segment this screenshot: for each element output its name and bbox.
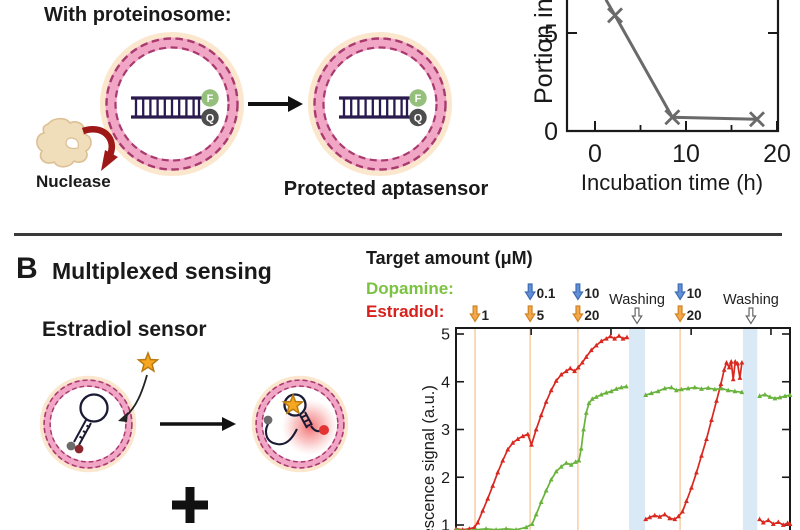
estradiol-markers — [757, 516, 793, 527]
x-marker — [664, 109, 681, 126]
panel-b-title: Multiplexed sensing — [52, 258, 272, 284]
amount-label: 10 — [687, 286, 702, 301]
sensor-open-vesicle — [255, 379, 345, 469]
quencher-letter: Q — [414, 113, 423, 125]
amount-label: 5 — [537, 308, 545, 323]
quencher-letter: Q — [206, 113, 215, 125]
proteinosome-diagram: F Q F Q — [36, 0, 470, 222]
protected-aptasensor-label: Protected aptasensor — [283, 178, 489, 200]
estradiol-star-icon — [137, 352, 159, 372]
fluorophore-lit-dot — [319, 425, 329, 435]
panel-b-letter: B — [16, 252, 38, 285]
open-stem — [299, 411, 313, 429]
fluorophore-letter: F — [415, 93, 422, 105]
estradiol-legend-label: Estradiol: — [366, 302, 445, 321]
down-arrow-icon — [572, 305, 584, 323]
down-arrow-icon — [674, 283, 686, 301]
chart-b-title: Target amount (μM) — [366, 248, 533, 268]
x-axis-label: Incubation time (h) — [581, 170, 763, 195]
estradiol-markers — [643, 358, 745, 522]
y-tick-label: 0 — [544, 118, 558, 146]
dopamine-legend-label: Dopamine: — [366, 279, 454, 298]
quencher-dot — [66, 441, 76, 451]
data-line — [604, 0, 758, 121]
x-marker — [607, 7, 624, 24]
amount-label: 0.1 — [537, 286, 556, 301]
axis-box — [455, 327, 791, 530]
hairpin-stem — [73, 419, 92, 446]
estradiol-trace — [645, 360, 743, 521]
quencher-dot — [409, 108, 427, 127]
estradiol-sensor-label: Estradiol sensor — [42, 318, 207, 341]
washing-band — [742, 329, 758, 530]
fluorophore-dot — [201, 89, 219, 107]
dopamine-trace — [645, 386, 743, 396]
dopamine-markers — [454, 383, 629, 530]
down-arrow-icon — [631, 307, 643, 325]
quencher-dot — [263, 415, 273, 425]
down-arrow-icon — [524, 305, 536, 323]
panel-a-title: With proteinosome: — [44, 4, 232, 26]
down-arrow-icon — [745, 307, 757, 325]
fluorophore-dot — [409, 89, 427, 107]
down-arrow-icon — [469, 305, 481, 323]
reaction-arrow-a — [248, 96, 303, 112]
section-divider — [14, 233, 782, 236]
proteinosome-protected: F Q — [313, 37, 448, 172]
plus-sign — [172, 487, 208, 523]
fluorophore-dot — [74, 444, 84, 454]
sensor-closed-vesicle — [43, 379, 133, 469]
amount-label: 20 — [687, 308, 702, 323]
target-entry-arrow — [118, 374, 148, 422]
x-marker — [748, 111, 765, 128]
fluorophore-letter: F — [207, 93, 214, 105]
down-arrow-icon — [674, 305, 686, 323]
y-tick-label: 4 — [441, 374, 450, 391]
dopamine-markers — [643, 384, 745, 398]
washing-band — [629, 329, 646, 530]
y-tick-label: 2 — [441, 470, 450, 487]
amount-label: 1 — [482, 308, 490, 323]
proteinosome-intact: F Q — [105, 37, 240, 172]
down-arrow-icon — [572, 283, 584, 301]
y-axis-label: Portion in — [530, 0, 558, 104]
x-tick-label: 10 — [672, 140, 700, 168]
dopamine-markers — [757, 391, 793, 401]
amount-label: 10 — [584, 286, 599, 301]
amount-label: 20 — [584, 308, 599, 323]
y-tick-label: .5 — [537, 20, 558, 48]
y-tick-label: 1 — [441, 518, 450, 530]
nuclease-label: Nuclease — [36, 172, 111, 191]
x-tick-label: 0 — [588, 140, 602, 168]
estradiol-sensor-diagram — [0, 352, 360, 523]
x-tick-label: 20 — [763, 140, 791, 168]
hairpin-loop — [79, 393, 109, 423]
dopamine-trace — [455, 385, 627, 530]
y-tick-label: 5 — [441, 327, 450, 344]
quencher-dot — [201, 108, 219, 127]
axis-box — [565, 0, 780, 133]
nuclease-attack-arrow — [81, 126, 118, 171]
nuclease-blob — [36, 117, 92, 168]
reaction-arrow-b — [160, 417, 236, 431]
y-tick-label: 3 — [441, 422, 450, 439]
washing-label: Washing — [609, 292, 665, 308]
down-arrow-icon — [524, 283, 536, 301]
unfolded-strand — [264, 420, 298, 446]
washing-label: Washing — [723, 292, 779, 308]
y-axis-label: Fluorescence signal (a.u.) — [420, 385, 438, 530]
